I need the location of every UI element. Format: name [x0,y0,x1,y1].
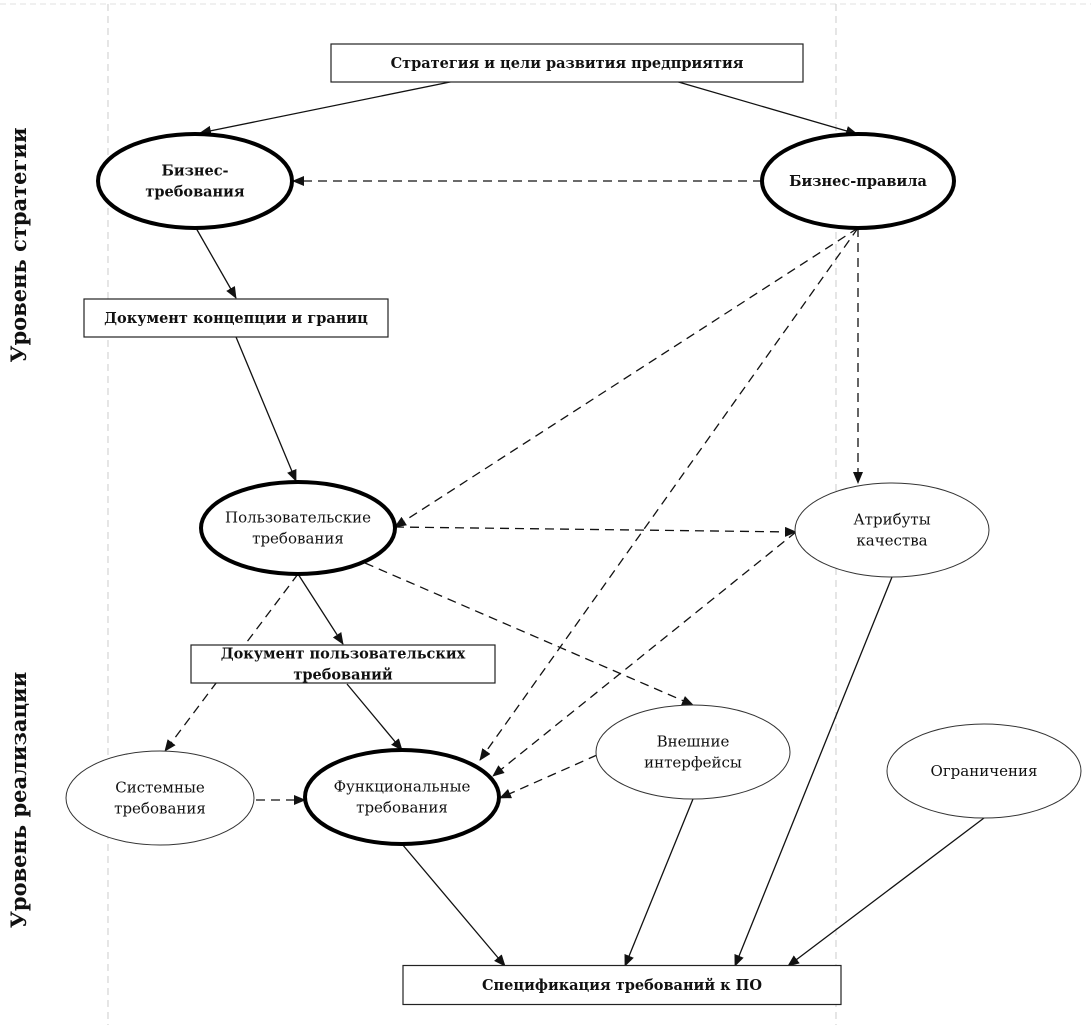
edge-ext-interfaces-to-functional-req [499,754,598,799]
edge-vision-doc-to-user-req [235,336,297,482]
node-label: Внешние [657,733,730,751]
node-label: Стратегия и цели развития предприятия [391,55,744,72]
node-label: требования [252,530,344,548]
node-label: требования [356,799,448,817]
node-ellipse [760,132,956,230]
node-box [190,644,496,684]
node-label: Атрибуты [853,511,930,529]
edge-business-req-to-vision-doc [195,227,237,299]
node-label: Спецификация требований к ПО [482,977,762,994]
edge-ext-interfaces-to-srs [624,798,694,967]
node-vision-doc: Документ концепции и границ [83,298,389,338]
node-label: интерфейсы [644,754,742,772]
level-label-strategy: Уровень стратегии [6,127,31,362]
edge-business-rules-to-user-req [394,227,859,528]
node-box [330,43,804,83]
node-system-req: Системные требования [65,750,255,846]
edge-strategy-to-business-req [199,80,456,136]
node-ellipse [199,480,397,576]
edge-constraints-to-srs [787,817,985,967]
edge-user-req-to-user-doc [297,573,344,645]
node-ext-interfaces: Внешние интерфейсы [595,704,791,800]
node-ellipse [65,750,255,846]
node-user-req: Пользовательские требования [199,480,397,576]
node-label: Функциональные [334,778,471,796]
node-label: Пользовательские [225,509,371,527]
node-business-rules: Бизнес-правила [760,132,956,230]
node-functional-req: Функциональные требования [303,748,501,846]
edge-quality-to-srs [734,576,893,967]
edge-user-req-to-quality [394,526,797,537]
node-label: Бизнес- [161,163,228,180]
node-label: требования [145,184,245,201]
node-label: Системные [115,779,205,797]
nodes-layer: Стратегия и цели развития предприятияБиз… [65,43,1082,1006]
node-ellipse [303,748,501,846]
node-ellipse [96,132,294,230]
edge-business-rules-to-functional-req [479,227,859,761]
level-label-implementation: Уровень реализации [6,672,31,928]
node-label: Ограничения [931,762,1038,780]
node-business-req: Бизнес-требования [96,132,294,230]
edge-user-doc-to-functional-req [346,683,403,751]
node-ellipse [595,704,791,800]
edge-user-req-to-ext-interfaces [364,562,694,706]
node-label: Бизнес-правила [789,173,927,190]
node-quality: Атрибуты качества [794,482,990,578]
node-ellipse [794,482,990,578]
node-label: качества [856,532,927,550]
edge-quality-to-functional-req [492,531,797,777]
edge-strategy-to-business-rules [674,80,858,136]
node-label: требования [114,800,206,818]
node-constraints: Ограничения [886,723,1082,819]
node-ellipse [886,723,1082,819]
node-label: требований [293,667,393,684]
node-strategy: Стратегия и цели развития предприятия [330,43,804,83]
node-box [402,964,842,1006]
node-user-doc: Документ пользовательских требований [190,644,496,684]
node-box [83,298,389,338]
node-srs: Спецификация требований к ПО [402,964,842,1006]
node-label: Документ пользовательских [221,646,466,663]
node-label: Документ концепции и границ [104,310,368,327]
edge-functional-req-to-srs [401,843,506,967]
